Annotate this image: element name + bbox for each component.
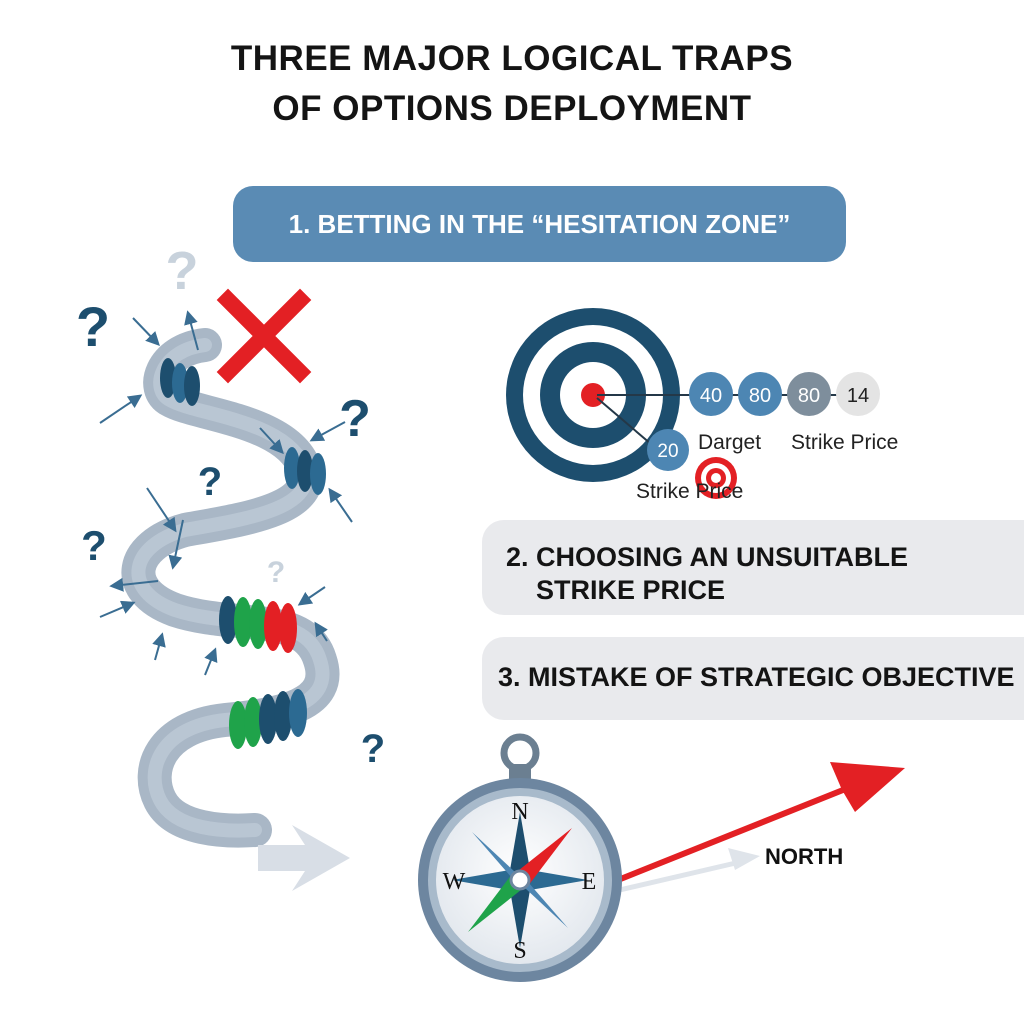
compass-e-label: E (582, 869, 597, 895)
arrow-icon (132, 317, 160, 347)
compass-w-label: W (443, 869, 466, 895)
section-1-label: 1. BETTING IN THE “HESITATION ZONE” (288, 208, 791, 239)
twisted-path-icon (121, 328, 340, 848)
arrow-icon (297, 586, 326, 606)
question-mark-icon: ? (198, 460, 222, 504)
coil-ring (310, 453, 326, 495)
price-bubble-label: 20 (657, 441, 678, 462)
strike-price-label-left: Strike Price (636, 480, 743, 503)
question-mark-icon: ? (361, 727, 385, 771)
arrow-icon (328, 487, 353, 523)
coil-ring (244, 697, 262, 747)
north-label: NORTH (765, 844, 843, 869)
arrow-icon (146, 487, 177, 533)
price-bubbles: 40 80 80 14 20 (647, 372, 880, 471)
target-line (596, 397, 659, 451)
coil-ring (259, 694, 277, 744)
coil-ring (274, 691, 292, 741)
question-mark-icon: ? (81, 522, 107, 569)
price-bubble (836, 372, 880, 416)
coil-ring (264, 601, 282, 651)
coil-ring (184, 366, 200, 406)
title-line-1: THREE MAJOR LOGICAL TRAPS (230, 39, 794, 78)
arrow-icon (109, 577, 159, 592)
question-mark-icon: ? (76, 295, 110, 358)
target-icon (506, 308, 680, 482)
strike-price-label-right: Strike Price (791, 431, 898, 454)
arrow-icon (184, 310, 199, 351)
price-bubble-label: 40 (700, 385, 722, 407)
coil-ring (284, 447, 300, 489)
section-2-label-line-1: 2. CHOOSING AN UNSUITABLE (506, 542, 909, 572)
price-bubble-label: 14 (847, 385, 869, 407)
price-bubble-label: 80 (749, 385, 771, 407)
coil-ring (234, 597, 252, 647)
coil-ring (289, 689, 307, 737)
arrow-icon (204, 647, 218, 676)
arrow-icon (152, 632, 166, 661)
question-mark-icon: ? (339, 390, 371, 448)
compass-icon (418, 733, 622, 982)
coil-ring (279, 603, 297, 653)
arrow-icon (309, 421, 346, 442)
coil-ring (297, 450, 313, 492)
section-3-panel: 3. MISTAKE OF STRATEGIC OBJECTIVE (482, 637, 1024, 720)
title-line-2: OF OPTIONS DEPLOYMENT (272, 89, 752, 128)
arrow-icon (168, 519, 184, 570)
compass-s-label: S (513, 938, 526, 964)
section-1-banner: 1. BETTING IN THE “HESITATION ZONE” (233, 186, 846, 262)
coil-ring (249, 599, 267, 649)
section-2-panel: 2. CHOOSING AN UNSUITABLE STRIKE PRICE (482, 520, 1024, 615)
price-bubble (738, 372, 782, 416)
arrow-icon (258, 825, 350, 891)
target-label: Darget (698, 431, 761, 454)
coil-ring (160, 358, 176, 398)
section-2-label-line-2: STRIKE PRICE (536, 575, 726, 605)
coil-rings (160, 358, 326, 749)
question-mark-icon: ? (166, 241, 199, 301)
confusion-arrows (99, 310, 353, 676)
compass-n-label: N (511, 799, 528, 825)
price-bubble (689, 372, 733, 416)
price-bubble (647, 429, 689, 471)
coil-ring (219, 596, 237, 644)
arrow-icon (99, 600, 136, 618)
small-target-icon (695, 457, 737, 499)
coil-ring (229, 701, 247, 749)
arrow-icon (259, 427, 284, 455)
cross-icon (216, 288, 312, 384)
arrow-icon (314, 621, 328, 642)
question-mark-icon: ? (267, 556, 285, 589)
coil-ring (172, 363, 188, 403)
price-bubble (787, 372, 831, 416)
arrow-icon (99, 394, 143, 424)
page-title: THREE MAJOR LOGICAL TRAPS OF OPTIONS DEP… (0, 34, 1024, 134)
section-3-label: 3. MISTAKE OF STRATEGIC OBJECTIVE (498, 662, 1015, 692)
price-bubble-label: 80 (798, 385, 820, 407)
